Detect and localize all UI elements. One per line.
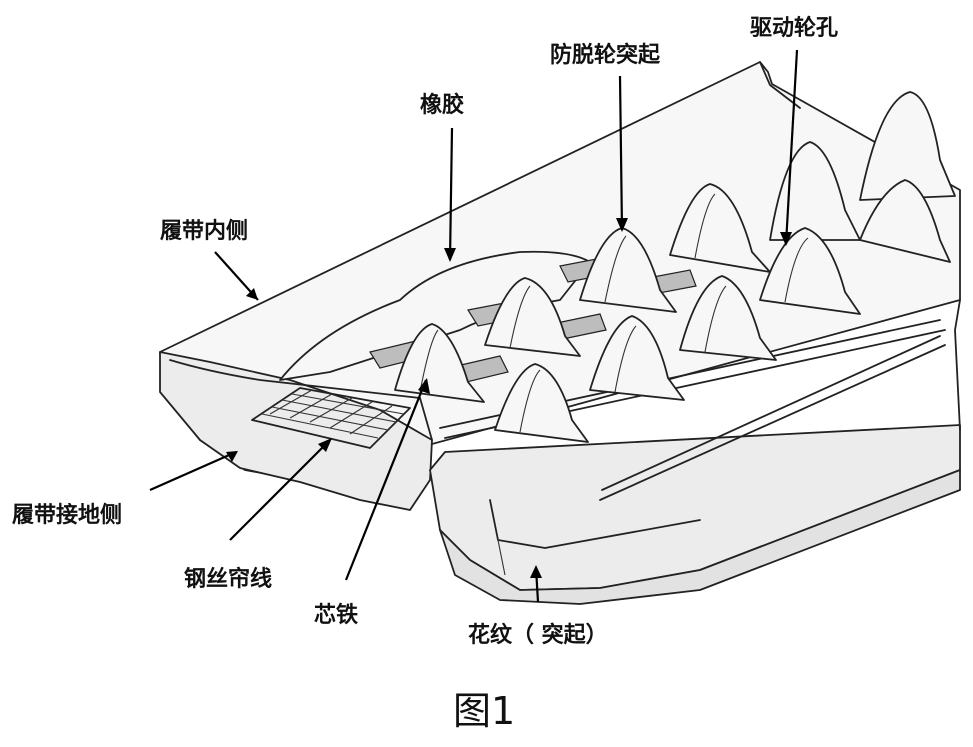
leader-tread-lug <box>530 565 542 603</box>
leader-rubber <box>444 127 456 262</box>
leader-track-inner-side <box>214 251 259 301</box>
leader-drive-wheel-hole <box>780 49 799 246</box>
leader-core-iron <box>344 378 430 581</box>
leader-track-ground-side <box>149 450 238 492</box>
label-track-inner-side: 履带内侧 <box>160 219 248 244</box>
label-anti-derail-lug: 防脱轮突起 <box>550 42 661 68</box>
leader-steel-cord <box>229 438 332 541</box>
label-drive-wheel-hole: 驱动轮孔 <box>750 15 838 41</box>
lugs-drawing <box>394 91 956 443</box>
label-rubber: 橡胶 <box>420 92 464 118</box>
label-tread-lug: 花纹（ 突起） <box>468 622 608 648</box>
label-core-iron: 芯铁 <box>314 602 358 628</box>
label-steel-cord: 钢丝帘线 <box>184 566 272 592</box>
leader-anti-derail-lug <box>616 75 628 232</box>
figure-caption: 图1 <box>453 689 515 733</box>
label-track-ground-side: 履带接地侧 <box>12 503 122 528</box>
